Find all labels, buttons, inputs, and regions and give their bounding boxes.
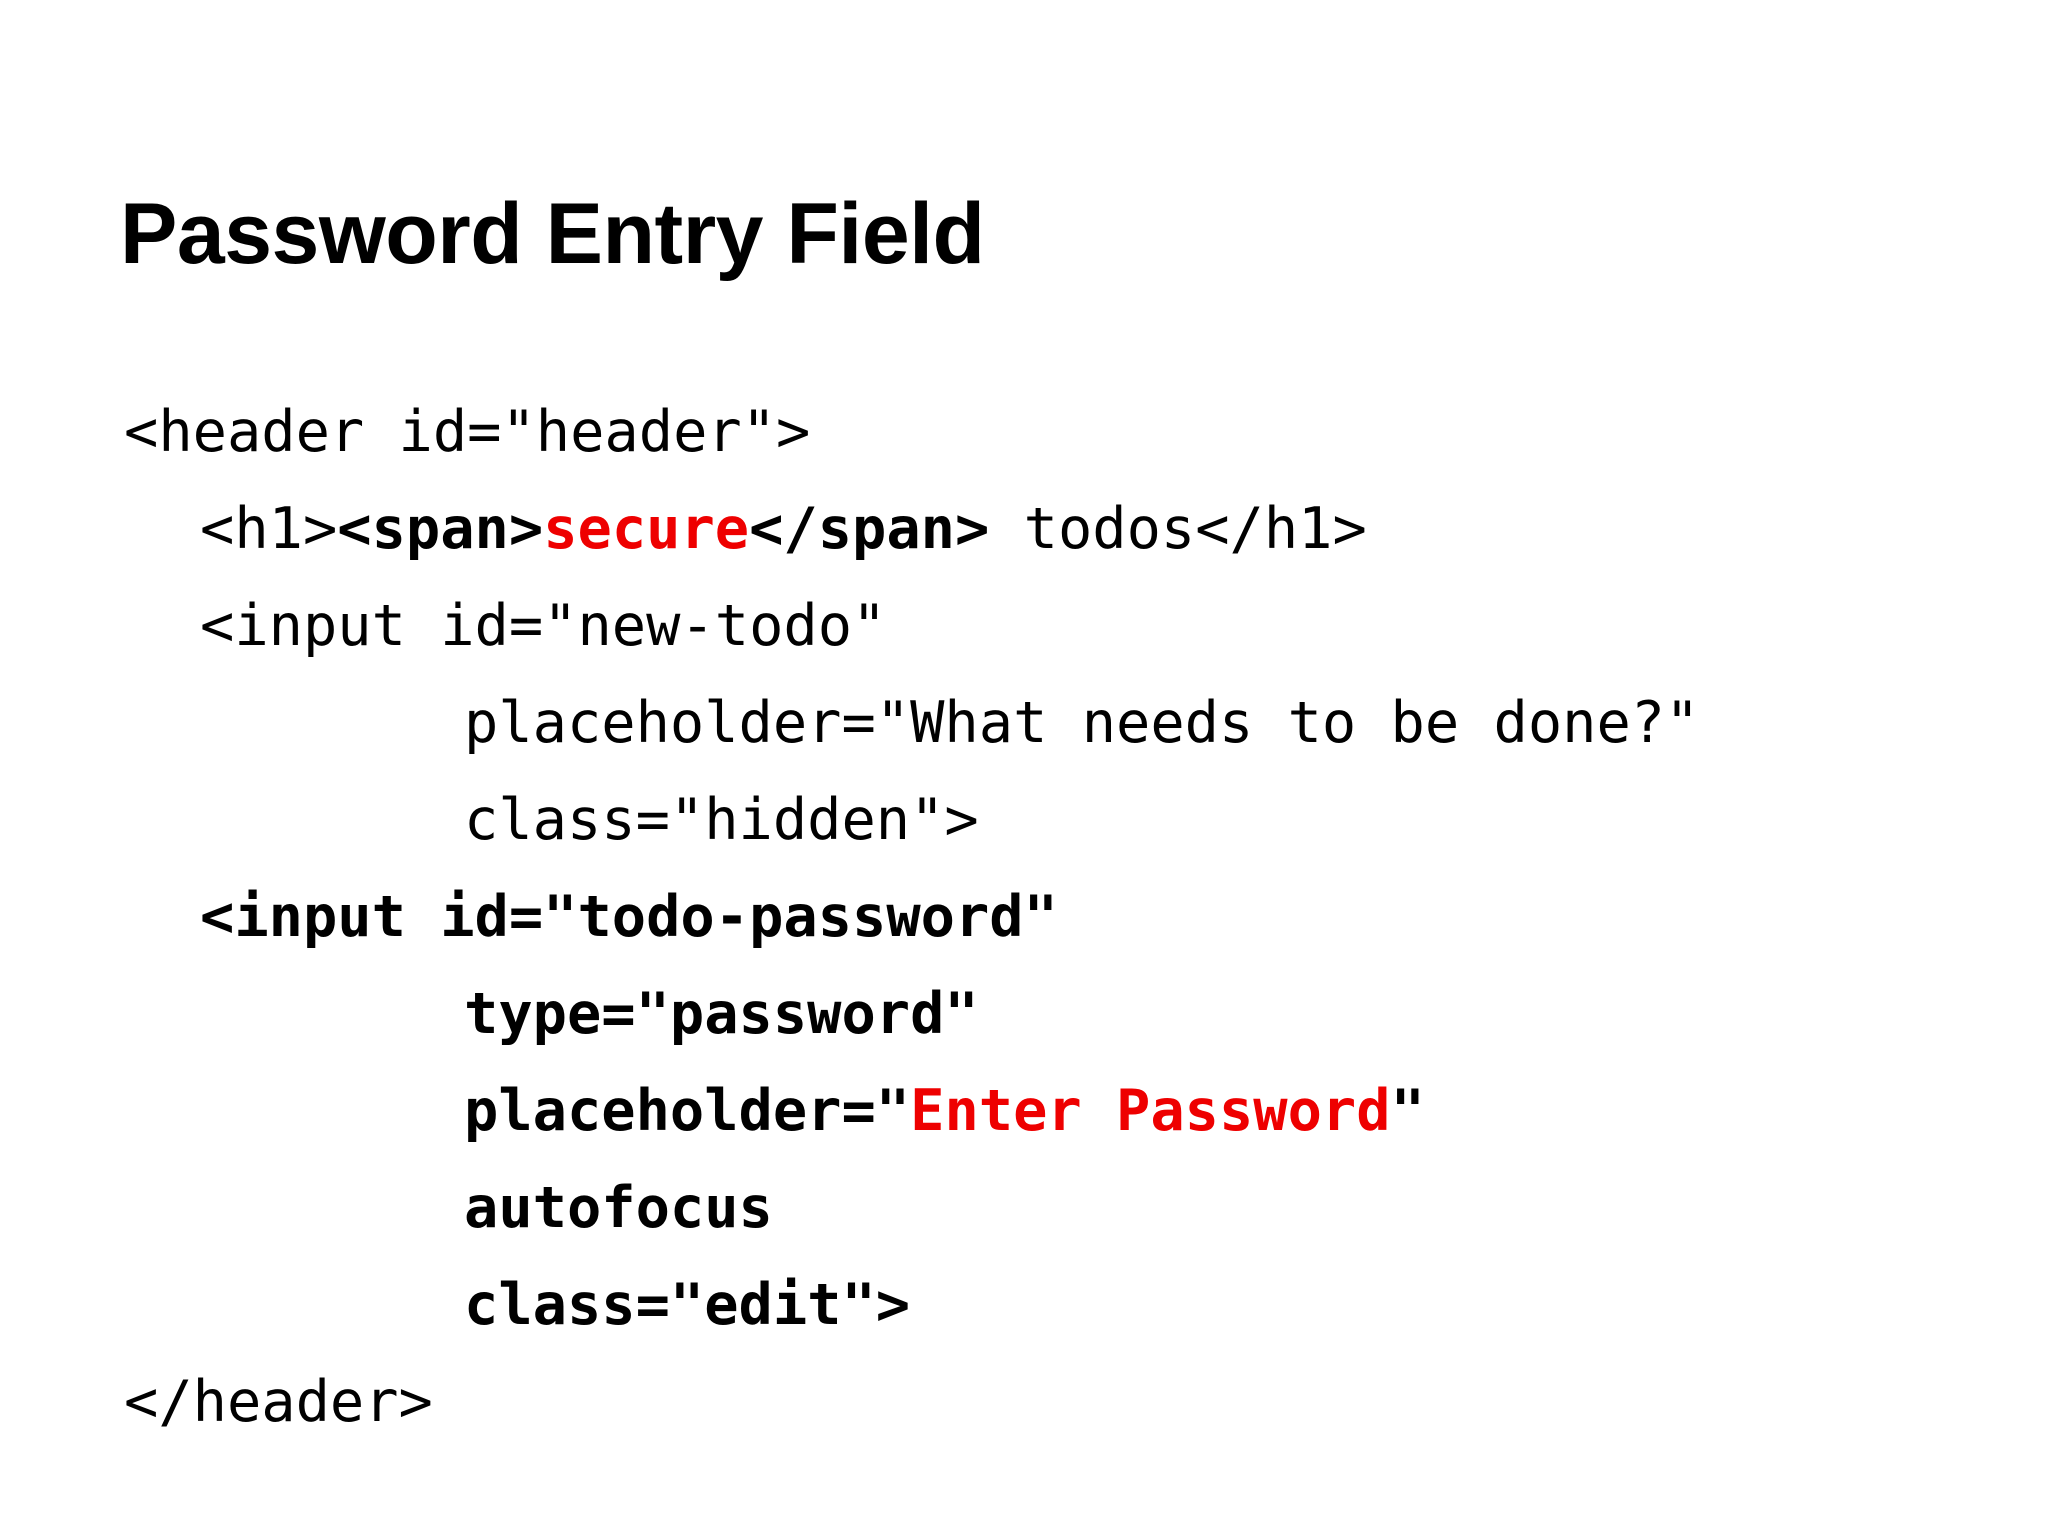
- code-line: autofocus: [0, 1160, 2048, 1257]
- code-line: </header>: [0, 1354, 2048, 1451]
- code-token: <h1>: [200, 496, 338, 562]
- code-snippet: <header id="header"> <h1><span>secure</sp…: [0, 384, 2048, 1451]
- code-token: <input id="todo-password": [200, 884, 1058, 950]
- code-token: secure: [543, 496, 750, 562]
- code-token: autofocus: [464, 1175, 773, 1241]
- code-line: class="edit">: [0, 1257, 2048, 1354]
- code-line: <header id="header">: [0, 384, 2048, 481]
- code-line: placeholder="Enter Password": [0, 1063, 2048, 1160]
- code-line: <input id="todo-password": [0, 869, 2048, 966]
- code-token: class="edit">: [464, 1272, 911, 1338]
- code-token: class="hidden">: [464, 787, 979, 853]
- code-token: </header>: [124, 1369, 433, 1435]
- code-token: type="password": [464, 981, 979, 1047]
- code-token: ": [1390, 1078, 1425, 1144]
- page-title: Password Entry Field: [120, 185, 985, 282]
- code-token: placeholder="What needs to be done?": [464, 690, 1700, 756]
- code-line: <input id="new-todo": [0, 578, 2048, 675]
- code-line: <h1><span>secure</span> todos</h1>: [0, 481, 2048, 578]
- code-token: Enter Password: [910, 1078, 1391, 1144]
- code-token: placeholder=": [464, 1078, 911, 1144]
- code-token: todos</h1>: [989, 496, 1367, 562]
- code-line: class="hidden">: [0, 772, 2048, 869]
- code-line: placeholder="What needs to be done?": [0, 675, 2048, 772]
- code-line: type="password": [0, 966, 2048, 1063]
- code-token: <span>: [337, 496, 544, 562]
- code-token: <input id="new-todo": [200, 593, 887, 659]
- code-token: </span>: [749, 496, 990, 562]
- code-token: <header id="header">: [124, 399, 811, 465]
